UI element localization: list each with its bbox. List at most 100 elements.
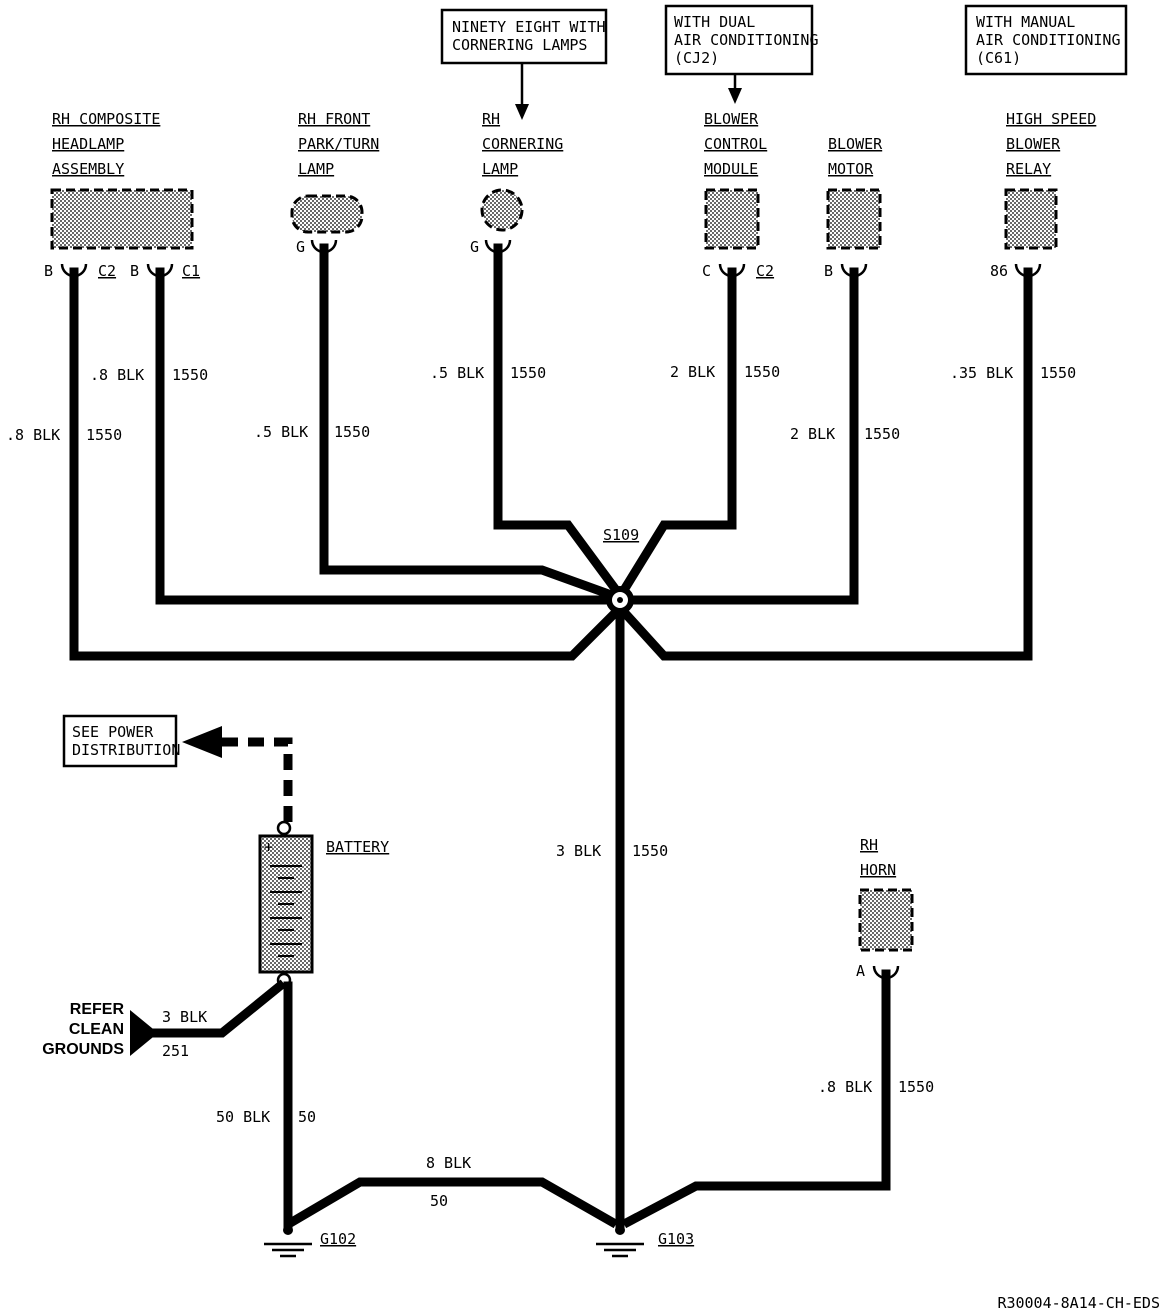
pin-label: A <box>856 962 865 980</box>
ground-label: G103 <box>658 1230 694 1248</box>
svg-text:BLOWER: BLOWER <box>828 135 883 153</box>
note-text: WITH MANUAL <box>976 13 1075 31</box>
wire-circuit: 251 <box>162 1042 189 1060</box>
svg-text:MOTOR: MOTOR <box>828 160 874 178</box>
pin-label: B <box>824 262 833 280</box>
park-turn-label: RH FRONT PARK/TURN LAMP <box>298 110 379 178</box>
battery-plus: + <box>264 838 273 856</box>
note-power-distribution: SEE POWER DISTRIBUTION <box>62 714 293 826</box>
wire-gauge: 2 BLK <box>670 363 715 381</box>
wire-gauge: 8 BLK <box>426 1154 471 1172</box>
wire-gauge: .8 BLK <box>818 1078 872 1096</box>
wire-gauge: .35 BLK <box>950 364 1013 382</box>
svg-text:RH COMPOSITE: RH COMPOSITE <box>52 110 160 128</box>
pin-label: G <box>470 238 479 256</box>
ground-label: G102 <box>320 1230 356 1248</box>
note-text: WITH DUAL <box>674 13 755 31</box>
cornering-label: RH CORNERING LAMP <box>482 110 563 178</box>
park-turn-lamp <box>290 194 364 234</box>
pin-label: 86 <box>990 262 1008 280</box>
pin-label: C <box>702 262 711 280</box>
blower-control-module <box>704 188 760 250</box>
arrow-left-icon <box>182 726 222 758</box>
battery-label: BATTERY <box>326 838 389 856</box>
svg-text:LAMP: LAMP <box>298 160 334 178</box>
wire-circuit: 1550 <box>632 842 668 860</box>
wire-gauge: .5 BLK <box>430 364 484 382</box>
splice-label: S109 <box>603 526 639 544</box>
wire-circuit: 1550 <box>334 423 370 441</box>
wire-gauge: 3 BLK <box>162 1008 207 1026</box>
refer-clean-grounds: REFER CLEAN GROUNDS <box>42 1001 158 1058</box>
svg-text:LAMP: LAMP <box>482 160 518 178</box>
svg-text:CLEAN: CLEAN <box>69 1021 124 1038</box>
wire-gauge: .8 BLK <box>90 366 144 384</box>
svg-text:HEADLAMP: HEADLAMP <box>52 135 124 153</box>
wire-circuit: 50 <box>298 1108 316 1126</box>
cornering-lamp <box>480 188 524 232</box>
svg-text:MODULE: MODULE <box>704 160 758 178</box>
note-dual-ac: WITH DUAL AIR CONDITIONING (CJ2) <box>664 4 819 104</box>
wire-circuit: 1550 <box>510 364 546 382</box>
pin-label: B <box>44 262 53 280</box>
svg-text:HIGH SPEED: HIGH SPEED <box>1006 110 1096 128</box>
blower-module-label: BLOWER CONTROL MODULE <box>704 110 767 178</box>
wire-circuit: 1550 <box>898 1078 934 1096</box>
wire-gauge: 2 BLK <box>790 425 835 443</box>
note-text: (C61) <box>976 49 1021 67</box>
ground-g102-icon <box>264 1225 312 1258</box>
wire-circuit: 1550 <box>1040 364 1076 382</box>
relay-label: HIGH SPEED BLOWER RELAY <box>1006 110 1096 178</box>
blower-motor-label: BLOWER MOTOR <box>828 135 883 178</box>
pin-label: B <box>130 262 139 280</box>
note-text: CORNERING LAMPS <box>452 36 587 54</box>
blower-motor <box>826 188 882 250</box>
svg-text:RH: RH <box>860 836 878 854</box>
svg-text:RH FRONT: RH FRONT <box>298 110 370 128</box>
note-text: NINETY EIGHT WITH <box>452 18 606 36</box>
svg-text:REFER: REFER <box>70 1001 125 1018</box>
headlamp-assembly <box>50 188 194 250</box>
wire-gauge: 3 BLK <box>556 842 601 860</box>
connector-label: C2 <box>98 262 116 280</box>
wire-gauge: .5 BLK <box>254 423 308 441</box>
note-text: AIR CONDITIONING <box>674 31 819 49</box>
svg-text:BLOWER: BLOWER <box>1006 135 1061 153</box>
high-speed-blower-relay <box>1004 188 1058 250</box>
note-text: SEE POWER <box>72 723 154 741</box>
pin-label: G <box>296 238 305 256</box>
note-text: AIR CONDITIONING <box>976 31 1121 49</box>
connector-label: C2 <box>756 262 774 280</box>
figure-id: R30004-8A14-CH-EDS <box>997 1294 1160 1312</box>
svg-text:ASSEMBLY: ASSEMBLY <box>52 160 124 178</box>
headlamp-label: RH COMPOSITE HEADLAMP ASSEMBLY <box>52 110 160 178</box>
wire-gauge: .8 BLK <box>6 426 60 444</box>
wire-circuit: 1550 <box>744 363 780 381</box>
svg-text:HORN: HORN <box>860 861 896 879</box>
wire-gauge: 50 BLK <box>216 1108 270 1126</box>
note-manual-ac: WITH MANUAL AIR CONDITIONING (C61) <box>964 4 1128 76</box>
wire-circuit: 50 <box>430 1192 448 1210</box>
svg-text:BLOWER: BLOWER <box>704 110 759 128</box>
note-text: (CJ2) <box>674 49 719 67</box>
horn-label: RH HORN <box>860 836 896 879</box>
svg-text:CONTROL: CONTROL <box>704 135 767 153</box>
rh-horn <box>858 888 914 952</box>
wire-circuit: 1550 <box>86 426 122 444</box>
connector-cups <box>60 239 1042 278</box>
arrow-down-icon <box>515 104 529 120</box>
connector-label: C1 <box>182 262 200 280</box>
wire-circuit: 1550 <box>172 366 208 384</box>
ground-g103-icon <box>596 1225 644 1258</box>
svg-text:RELAY: RELAY <box>1006 160 1051 178</box>
note-text: DISTRIBUTION <box>72 741 180 759</box>
note-ninety-eight: NINETY EIGHT WITH CORNERING LAMPS <box>440 8 608 120</box>
arrow-down-icon <box>728 88 742 104</box>
wire-circuit: 1550 <box>864 425 900 443</box>
svg-text:CORNERING: CORNERING <box>482 135 563 153</box>
battery: + <box>258 820 314 988</box>
wire-paths <box>69 243 1033 1231</box>
svg-text:PARK/TURN: PARK/TURN <box>298 135 379 153</box>
arrow-left-icon <box>130 1010 158 1056</box>
